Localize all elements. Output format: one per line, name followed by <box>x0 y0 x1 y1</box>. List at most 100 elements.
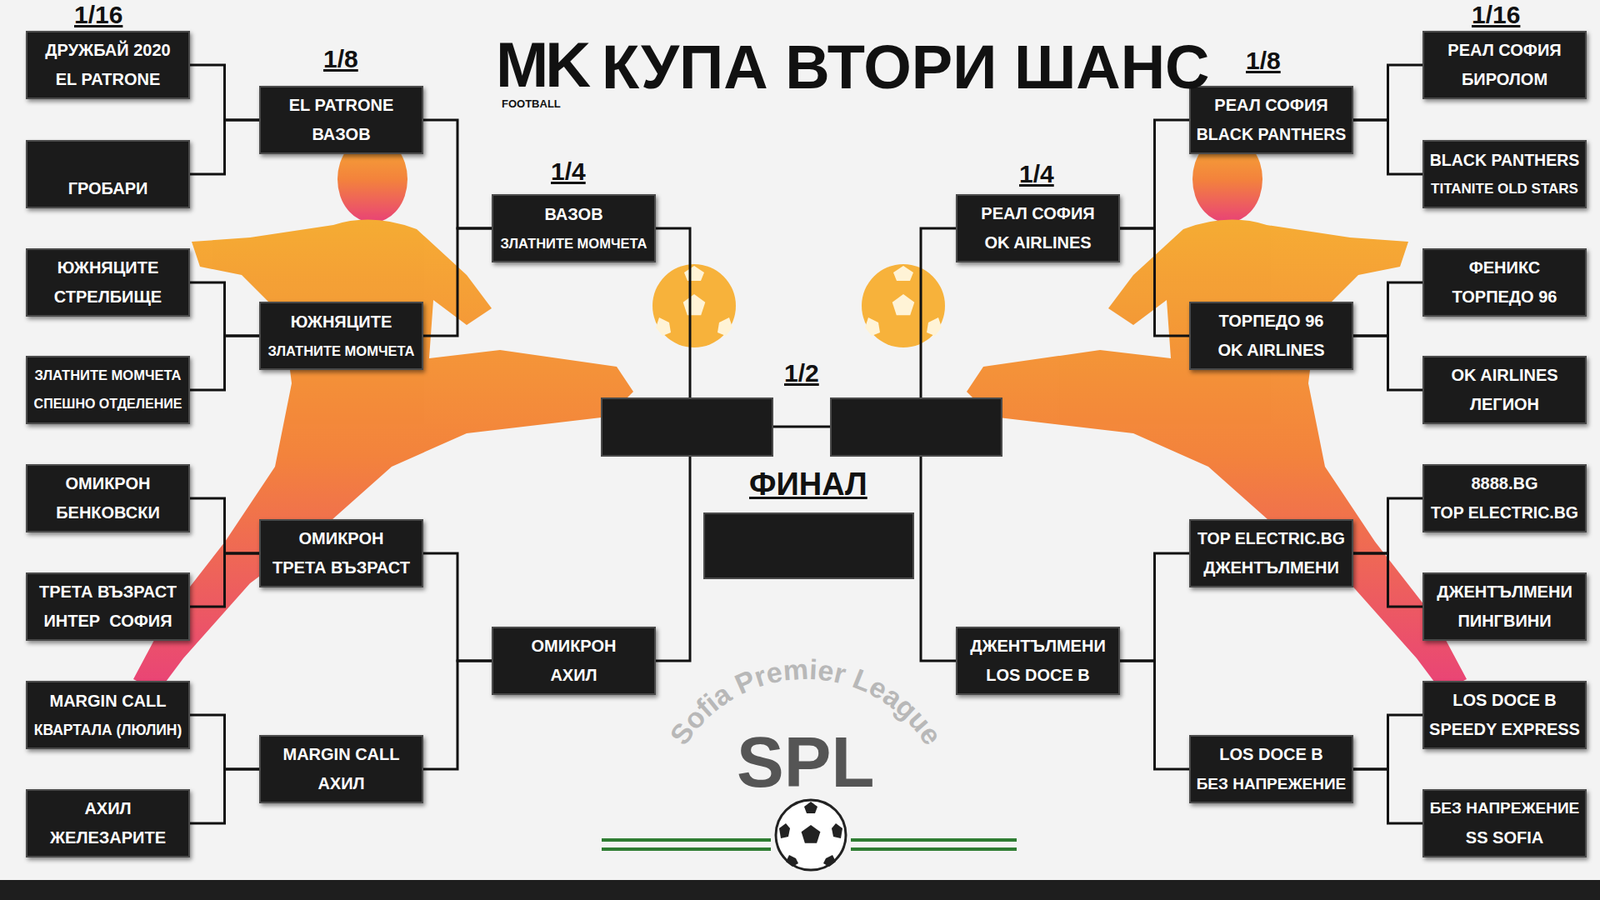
team-box: ТОРПЕДО 96 OK AIRLINES <box>1189 301 1354 370</box>
team-box: ГРОБАРИ <box>25 140 190 209</box>
bottom-bar <box>0 880 1600 900</box>
team-box: ДРУЖБАЙ 2020EL PATRONE <box>25 30 190 100</box>
final-label: ФИНАЛ <box>749 468 868 504</box>
team-name: ЗЛАТНИТЕ МОМЧЕТА <box>268 343 415 360</box>
team-name: АХИЛ <box>317 774 365 794</box>
bracket-connector <box>190 282 260 336</box>
round-label: 1/2 <box>784 360 820 390</box>
bracket-line <box>920 228 956 399</box>
team-box: LOS DOCE B БЕЗ НАПРЕЖЕНИЕ <box>1189 735 1354 804</box>
team-box: 8888.BGTOP ELECTRIC.BG <box>1422 464 1587 533</box>
bracket-connector <box>423 660 492 770</box>
team-name: ТРЕТА ВЪЗРАСТ <box>39 582 177 602</box>
semifinal-slot <box>830 398 1002 456</box>
ball-patch <box>801 825 821 844</box>
team-box: EL PATRONEВАЗОВ <box>259 85 424 155</box>
team-name: ПИНГВИНИ <box>1457 611 1551 631</box>
orange-ball <box>652 264 736 348</box>
team-name: ТОРПЕДО 96 <box>1219 311 1325 331</box>
round-label: 1/16 <box>74 2 123 31</box>
bracket-connector <box>1353 65 1423 120</box>
team-box: РЕАЛ СОФИЯBLACK PANTHERS <box>1189 85 1354 155</box>
bracket-connector <box>190 498 260 554</box>
team-name: OK AIRLINES <box>1217 340 1325 360</box>
team-name: EL PATRONE <box>55 70 161 90</box>
team-name: ТОРПЕДО 96 <box>1452 287 1558 307</box>
stripe <box>850 847 1017 851</box>
bracket-connector <box>423 228 492 336</box>
team-box: OK AIRLINES ЛЕГИОН <box>1422 355 1587 425</box>
team-name: БЕНКОВСКИ <box>55 503 160 523</box>
bracket-connector <box>190 335 260 390</box>
player-body <box>966 220 1467 692</box>
ball-patch <box>804 801 818 814</box>
team-name: ДЖЕНТЪЛМЕНИ <box>970 636 1106 656</box>
player-silhouette <box>133 135 634 692</box>
team-name: ВАЗОВ <box>544 205 603 225</box>
team-name: ТРЕТА ВЪЗРАСТ <box>272 558 410 578</box>
ball-patch <box>683 294 706 315</box>
orange-ball <box>861 264 945 348</box>
bracket-connector <box>1353 769 1423 824</box>
ball-patch <box>926 317 942 336</box>
team-name: SS SOFIA <box>1465 828 1544 848</box>
ball-patch <box>892 294 915 315</box>
final-slot <box>704 513 914 579</box>
team-name: TITANITE OLD STARS <box>1430 180 1579 198</box>
team-name: ДЖЕНТЪЛМЕНИ <box>1203 558 1340 578</box>
team-box: ДЖЕНТЪЛМЕНИ ПИНГВИНИ <box>1422 572 1587 641</box>
semifinal-slot <box>601 398 773 456</box>
team-name: ФЕНИКС <box>1469 258 1541 278</box>
ball-circle <box>861 264 945 348</box>
stripe <box>601 847 771 851</box>
bracket-connector <box>190 769 260 824</box>
team-name: БЕЗ НАПРЕЖЕНИЕ <box>1196 775 1347 794</box>
team-name: OK AIRLINES <box>1450 365 1558 385</box>
bracket-connector <box>190 715 260 770</box>
team-box: MARGIN CALLКВАРТАЛА (ЛЮЛИН) <box>25 680 190 750</box>
ball-patch <box>779 823 790 839</box>
team-box: TOP ELECTRIC.BG ДЖЕНТЪЛМЕНИ <box>1189 519 1354 588</box>
ball-circle <box>775 800 846 870</box>
round-label: 1/8 <box>1245 48 1281 77</box>
team-name: РЕАЛ СОФИЯ <box>1447 40 1561 60</box>
team-name: ЮЖНЯЦИТЕ <box>290 312 393 332</box>
ball-circle <box>652 264 736 348</box>
team-name: ДЖЕНТЪЛМЕНИ <box>1436 582 1573 602</box>
team-name: LOS DOCE B <box>985 665 1090 685</box>
team-name: СПЕШНО ОТДЕЛЕНИЕ <box>34 396 183 412</box>
team-name: ЗЛАТНИТЕ МОМЧЕТА <box>500 235 648 252</box>
bracket-connector <box>1120 660 1190 770</box>
team-name: РЕАЛ СОФИЯ <box>1214 95 1328 115</box>
ball-patch <box>655 317 671 336</box>
team-box: ЮЖНЯЦИТЕ ЗЛАТНИТЕ МОМЧЕТА <box>259 301 424 370</box>
ball-patch <box>823 855 836 867</box>
team-name: СТРЕЛБИЩЕ <box>54 287 162 307</box>
team-name: АХИЛ <box>550 665 597 685</box>
team-name: TOP ELECTRIC.BG <box>1197 529 1345 548</box>
bracket-connector <box>423 553 492 661</box>
bracket-line <box>772 425 831 429</box>
team-name: БЕЗ НАПРЕЖЕНИЕ <box>1430 799 1580 818</box>
bracket-connector <box>1120 228 1190 336</box>
bracket-connector <box>1353 120 1423 175</box>
team-name: TOP ELECTRIC.BG <box>1430 503 1579 522</box>
team-box: ЗЛАТНИТЕ МОМЧЕТА СПЕШНО ОТДЕЛЕНИЕ <box>25 355 190 425</box>
team-name: ЛЕГИОН <box>1470 395 1540 415</box>
team-box: ВАЗОВ ЗЛАТНИТЕ МОМЧЕТА <box>491 194 656 263</box>
team-name: SPEEDY EXPRESS <box>1429 720 1580 740</box>
ball-patch <box>785 855 799 867</box>
team-name: EL PATRONE <box>289 95 395 115</box>
team-name: ЗЛАТНИТЕ МОМЧЕТА <box>35 367 182 384</box>
team-name: LOS DOCE B <box>1219 745 1323 765</box>
team-box: РЕАЛ СОФИЯ БИРОЛОМ <box>1422 30 1587 100</box>
team-name: ОМИКРОН <box>299 529 385 549</box>
team-name: ИНТЕР СОФИЯ <box>43 611 172 631</box>
bracket-line <box>655 455 690 661</box>
team-box: ФЕНИКС ТОРПЕДО 96 <box>1422 248 1587 317</box>
bracket-connector <box>1353 282 1423 336</box>
team-name: BLACK PANTHERS <box>1430 150 1580 170</box>
team-box: ОМИКРОНАХИЛ <box>491 626 656 695</box>
team-name: БИРОЛОМ <box>1461 70 1548 90</box>
ball-patch <box>717 317 733 336</box>
